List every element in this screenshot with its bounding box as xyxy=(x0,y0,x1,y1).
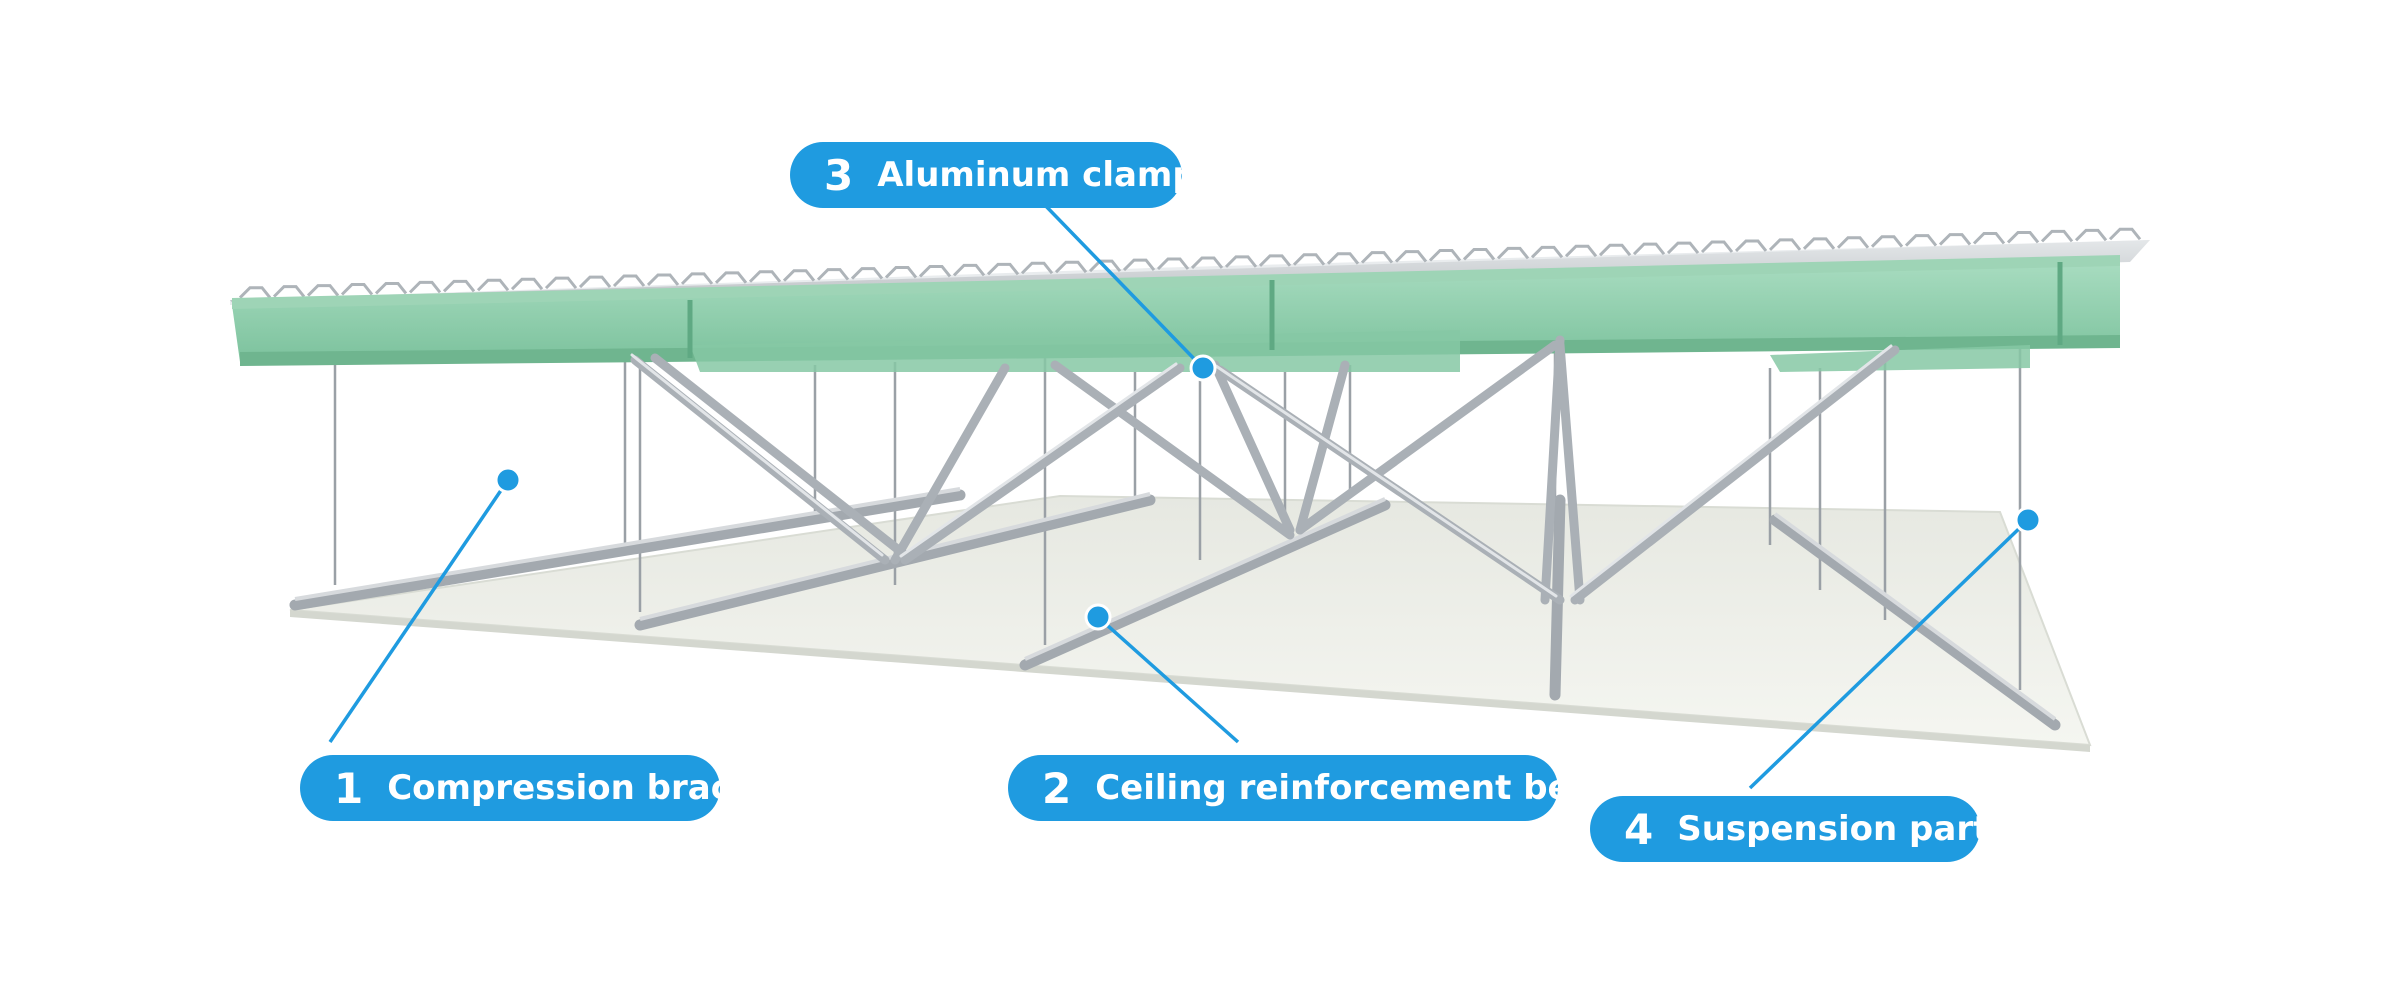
steel-beams xyxy=(232,255,2120,372)
leader-line-1 xyxy=(328,479,510,743)
label-compression-brace: 1 Compression brace xyxy=(300,755,754,821)
ceiling-board-edge xyxy=(290,610,2090,752)
label-number: 4 xyxy=(1624,804,1654,854)
label-text: Suspension parts xyxy=(1677,809,2010,849)
brace xyxy=(1295,340,1560,535)
brace xyxy=(650,353,910,560)
channel xyxy=(1024,497,1386,661)
brace xyxy=(1540,335,1565,605)
brace xyxy=(1295,360,1350,535)
channel xyxy=(1769,514,2061,731)
leader-dots xyxy=(494,354,2042,631)
brace xyxy=(1555,340,1585,605)
label-number: 1 xyxy=(334,763,364,813)
brace xyxy=(630,355,890,565)
brace xyxy=(890,363,1010,565)
channel xyxy=(1773,512,2057,721)
brace-highlight xyxy=(630,353,884,557)
leader-lines xyxy=(328,198,2030,790)
label-aluminum-clamp: 3 Aluminum clamp xyxy=(790,142,1197,208)
label-text: Aluminum clamp xyxy=(877,155,1197,195)
brace-highlight xyxy=(899,362,1178,558)
leader-line-2 xyxy=(1096,615,1240,744)
leader-dot-3 xyxy=(1189,354,1217,382)
brace-highlight xyxy=(1214,364,1558,598)
label-text: Ceiling reinforcement beam xyxy=(1095,768,1629,808)
beam-main xyxy=(232,262,2120,362)
channel xyxy=(1019,499,1391,671)
label-text: Compression brace xyxy=(387,768,754,808)
leader-line-4 xyxy=(1748,518,2030,790)
beam-top-flange xyxy=(232,255,2120,309)
compression-braces-highlight xyxy=(630,344,1893,598)
label-number: 3 xyxy=(824,150,854,200)
leader-dot-2 xyxy=(1084,603,1112,631)
secondary-beam xyxy=(1770,345,2030,372)
brace xyxy=(900,363,1185,565)
secondary-beam xyxy=(690,330,1460,372)
brace xyxy=(1570,345,1900,605)
brace-highlight xyxy=(1569,344,1893,598)
label-suspension-parts: 4 Suspension parts xyxy=(1590,796,2010,862)
brace xyxy=(1050,360,1295,540)
leader-dot-4 xyxy=(2014,506,2042,534)
label-ceiling-reinforcement-beam: 2 Ceiling reinforcement beam xyxy=(1008,755,1629,821)
leader-line-3 xyxy=(1038,198,1205,370)
leader-dot-1 xyxy=(494,466,522,494)
label-number: 2 xyxy=(1042,763,1072,813)
brace xyxy=(1210,360,1295,535)
corrugated-deck-ribs xyxy=(238,227,2142,299)
